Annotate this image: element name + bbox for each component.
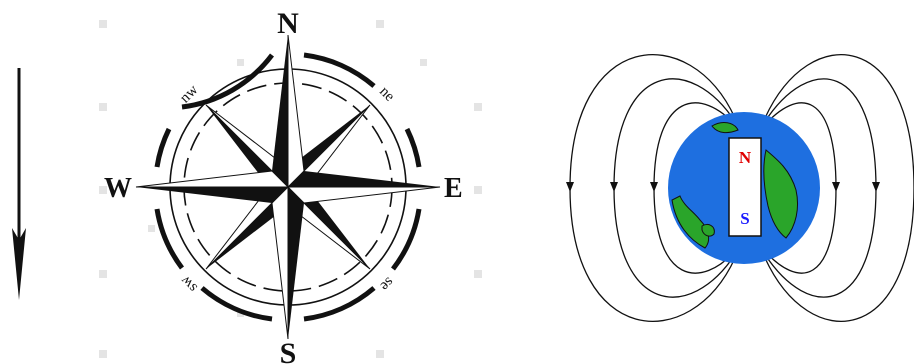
magnet-north-label: N [739, 148, 752, 167]
compass-north-label: N [277, 7, 299, 40]
compass-ne-label: ne [376, 84, 398, 106]
compass-sw-label: sw [178, 272, 201, 295]
compass-se-label: se [377, 274, 397, 294]
down-arrow-icon [12, 68, 26, 300]
compass-west-label: W [104, 173, 132, 204]
cardinal-points [136, 35, 440, 339]
magnet-south-label: S [740, 209, 749, 228]
compass-east-label: E [444, 173, 463, 204]
compass-rose: N S E W nw ne sw se [104, 7, 463, 364]
magnetic-field-diagram: N S [566, 55, 914, 322]
compass-south-label: S [280, 337, 297, 364]
